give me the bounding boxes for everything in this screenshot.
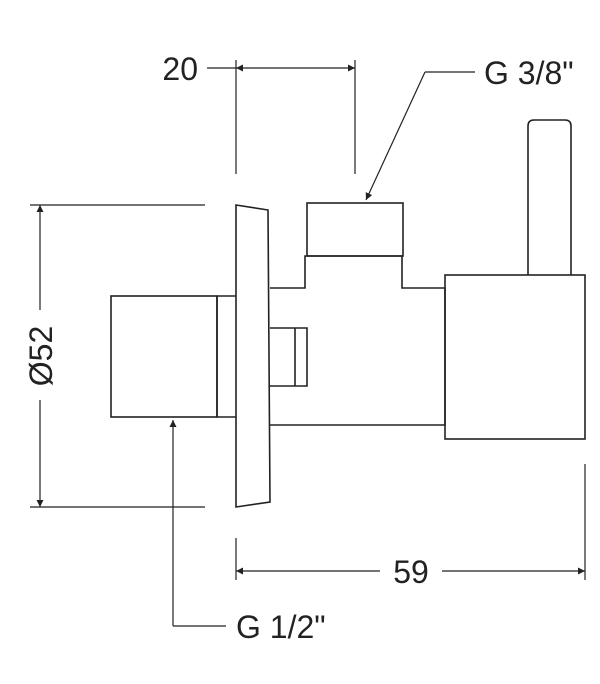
dimension-length-bottom: 59 bbox=[235, 464, 586, 590]
callout-outlet-thread: G 3/8" bbox=[365, 55, 574, 201]
outlet-connection bbox=[306, 202, 404, 257]
dimension-label-59: 59 bbox=[393, 554, 429, 590]
main-body bbox=[270, 255, 446, 426]
inlet-thread-label: G 1/2" bbox=[236, 609, 326, 645]
diameter-label-gap bbox=[26, 310, 56, 400]
outlet-thread-label: G 3/8" bbox=[484, 55, 574, 91]
wall-flange bbox=[235, 204, 271, 508]
diameter-label: Ø52 bbox=[23, 326, 59, 386]
callout-outlet-leader bbox=[365, 71, 426, 201]
dimension-label-20: 20 bbox=[162, 51, 198, 87]
handle-block bbox=[444, 274, 586, 440]
dimension-diameter: Ø52 bbox=[23, 204, 205, 508]
body-inner-recess bbox=[270, 327, 308, 387]
inlet-spigot bbox=[110, 295, 218, 418]
valve-body bbox=[110, 119, 586, 508]
callout-inlet-thread: G 1/2" bbox=[169, 420, 326, 645]
handle-lever bbox=[527, 119, 572, 275]
dimension-width-top: 20 bbox=[162, 51, 356, 174]
